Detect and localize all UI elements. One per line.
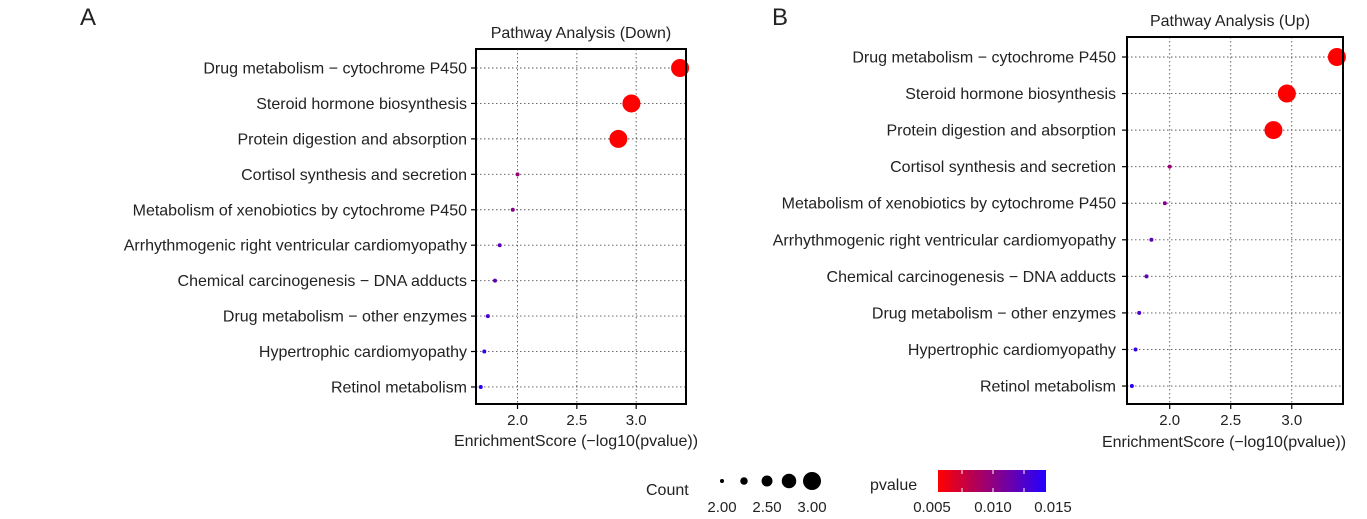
category-label: Cortisol synthesis and secretion xyxy=(241,167,467,184)
data-point xyxy=(1129,384,1134,389)
category-label: Metabolism of xenobiotics by cytochrome … xyxy=(133,202,467,219)
data-point xyxy=(671,59,690,77)
category-label: Retinol metabolism xyxy=(980,379,1116,396)
count-legend-label: 3.00 xyxy=(797,499,826,516)
panel-letter-b: B xyxy=(772,4,788,31)
category-label: Arrhythmogenic right ventricular cardiom… xyxy=(124,238,467,255)
category-label: Hypertrophic cardiomyopathy xyxy=(908,342,1116,359)
category-label: Drug metabolism − cytochrome P450 xyxy=(203,61,467,78)
panel-a-plot: Drug metabolism − cytochrome P450Steroid… xyxy=(124,48,690,429)
category-label: Protein digestion and absorption xyxy=(238,131,468,148)
pvalue-colorbar xyxy=(938,470,1046,492)
panel-b-title: Pathway Analysis (Up) xyxy=(1150,13,1310,30)
panel-a-title: Pathway Analysis (Down) xyxy=(491,25,672,42)
data-point xyxy=(1149,237,1154,242)
x-tick-label: 2.0 xyxy=(1159,412,1180,429)
x-tick-label: 3.0 xyxy=(626,412,647,429)
pvalue-colorbar-ticks xyxy=(961,470,1025,492)
x-tick-label: 2.0 xyxy=(507,412,528,429)
panel-b-plot: Drug metabolism − cytochrome P450Steroid… xyxy=(773,36,1346,429)
panel-b-xlabel: EnrichmentScore (−log10(pvalue)) xyxy=(1102,434,1346,451)
data-point xyxy=(1133,347,1138,352)
x-tick-label: 3.0 xyxy=(1281,412,1302,429)
plot-frame xyxy=(475,48,687,405)
plot-frame xyxy=(1126,36,1344,405)
category-label: Drug metabolism − other enzymes xyxy=(872,305,1116,322)
category-label: Cortisol synthesis and secretion xyxy=(890,159,1116,176)
data-point xyxy=(1137,310,1142,315)
category-label: Arrhythmogenic right ventricular cardiom… xyxy=(773,232,1116,249)
pvalue-legend-title: pvalue xyxy=(870,477,917,494)
count-legend-dot xyxy=(781,473,797,489)
data-point xyxy=(1167,164,1172,169)
data-point xyxy=(497,243,502,248)
data-point xyxy=(609,129,628,148)
data-point xyxy=(510,207,515,212)
x-tick-label: 2.5 xyxy=(1220,412,1241,429)
count-legend xyxy=(720,472,821,490)
count-legend-dot xyxy=(803,472,821,490)
count-legend-dot xyxy=(720,479,724,483)
data-point xyxy=(622,94,641,113)
data-point xyxy=(1277,84,1296,103)
data-point xyxy=(485,314,490,319)
data-point xyxy=(1144,274,1149,279)
pvalue-legend-label: 0.015 xyxy=(1034,499,1072,516)
count-legend-dot xyxy=(740,477,748,485)
data-point xyxy=(482,349,487,354)
category-label: Drug metabolism − other enzymes xyxy=(223,309,467,326)
category-label: Chemical carcinogenesis − DNA adducts xyxy=(178,273,467,290)
data-point xyxy=(492,278,497,283)
category-label: Drug metabolism − cytochrome P450 xyxy=(852,50,1116,67)
category-label: Steroid hormone biosynthesis xyxy=(905,86,1116,103)
data-point xyxy=(478,384,483,389)
count-legend-dot xyxy=(761,475,773,487)
category-label: Metabolism of xenobiotics by cytochrome … xyxy=(782,196,1116,213)
category-label: Steroid hormone biosynthesis xyxy=(256,96,467,113)
category-label: Hypertrophic cardiomyopathy xyxy=(259,344,467,361)
data-point xyxy=(515,172,520,177)
pvalue-legend-label: 0.005 xyxy=(913,499,951,516)
panel-a-xlabel: EnrichmentScore (−log10(pvalue)) xyxy=(454,433,698,450)
count-legend-label: 2.00 xyxy=(707,499,736,516)
category-label: Protein digestion and absorption xyxy=(887,123,1117,140)
pvalue-legend-label: 0.010 xyxy=(974,499,1012,516)
category-label: Retinol metabolism xyxy=(331,379,467,396)
count-legend-title: Count xyxy=(646,482,689,499)
count-legend-label: 2.50 xyxy=(752,499,781,516)
category-label: Chemical carcinogenesis − DNA adducts xyxy=(827,269,1116,286)
data-point xyxy=(1327,48,1346,66)
data-point xyxy=(1264,121,1283,140)
panel-letter-a: A xyxy=(80,4,96,31)
data-point xyxy=(1162,201,1167,206)
x-tick-label: 2.5 xyxy=(566,412,587,429)
